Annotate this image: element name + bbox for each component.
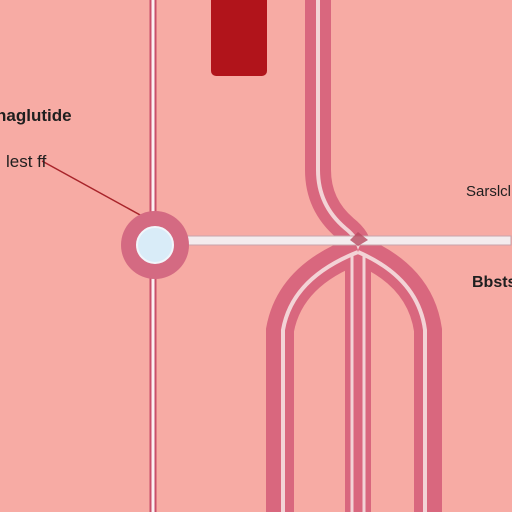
horizontal-lumen [164, 235, 512, 246]
vessel-left-branch [266, 236, 364, 512]
right-lower-label: Bbsts [472, 274, 512, 291]
left-branch-highlight [281, 250, 359, 512]
diagram-title-label: naglutide [0, 106, 72, 125]
callout-pointer-line [41, 160, 143, 217]
red-block [211, 0, 267, 76]
junction-marker [350, 232, 368, 246]
vessel-trunk [305, 0, 372, 263]
right-upper-label: Sarslcl [466, 183, 512, 200]
callout-label: lest ff [6, 152, 47, 171]
right-branch-highlight [357, 250, 427, 512]
node-inner [136, 226, 174, 264]
vessel-right-branch [352, 237, 442, 512]
